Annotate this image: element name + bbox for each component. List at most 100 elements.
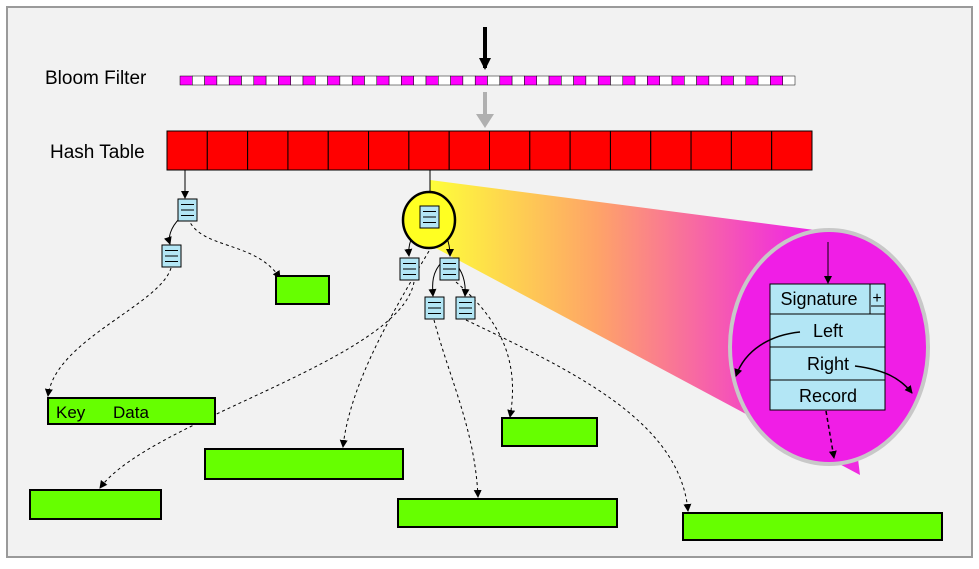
bloom-filter-cell [634, 75, 648, 86]
hash-bucket [529, 130, 571, 171]
hash-bucket [448, 130, 491, 171]
bloom-filter-cell [487, 75, 501, 86]
bloom-filter-cell [733, 75, 747, 86]
bloom-filter-cell [548, 75, 562, 86]
bloom-filter-cell [561, 75, 574, 86]
hash-bucket [247, 130, 289, 171]
hash-bucket [609, 130, 652, 171]
bloom-filter-cell [757, 75, 771, 86]
bloom-filter-cell [302, 75, 316, 86]
bloom-filter-cell [401, 75, 414, 86]
node-record-field [769, 379, 886, 411]
bloom-filter-strip [179, 75, 796, 86]
bloom-filter-cell [647, 75, 660, 86]
node-plus-text: + [872, 290, 881, 307]
record-box [397, 498, 618, 528]
hash-table-strip [166, 130, 813, 171]
bloom-filter-cell [536, 75, 550, 86]
bloom-filter-cell [573, 75, 587, 86]
bloom-filter-cell [720, 75, 734, 86]
tree-node [419, 205, 440, 229]
hash-bucket [206, 130, 249, 171]
record-box [29, 489, 162, 520]
bloom-filter-cell [524, 75, 537, 86]
node-signature-field [769, 283, 871, 315]
record-box [275, 275, 330, 305]
bloom-filter-cell [597, 75, 611, 86]
bloom-filter-cell [265, 75, 279, 86]
hash-bucket [327, 130, 370, 171]
record-box-key-data [47, 397, 216, 425]
record-data-label: Data [113, 403, 149, 422]
node-record-pointer [825, 410, 837, 459]
bloom-filter-cell [327, 75, 341, 86]
bloom-filter-cell [770, 75, 783, 86]
record-pointer [465, 319, 692, 512]
hash-bucket [489, 130, 531, 171]
hash-table-label: Hash Table [50, 142, 145, 163]
record-pointer [455, 281, 516, 418]
hash-bucket [771, 130, 813, 171]
tree-node [439, 257, 460, 281]
bloom-filter-cell [315, 75, 328, 86]
hash-bucket [408, 130, 450, 171]
bloom-filter-cell [204, 75, 218, 86]
bloom-filter-cell [708, 75, 722, 86]
bloom-filter-cell [745, 75, 759, 86]
bloom-filter-cell [351, 75, 365, 86]
bloom-to-hash-arrowhead [476, 114, 494, 128]
bloom-filter-cell [253, 75, 267, 86]
bloom-filter-cell [425, 75, 439, 86]
bloom-filter-cell [696, 75, 710, 86]
bloom-filter-cell [474, 75, 488, 86]
bloom-filter-cell [339, 75, 353, 86]
node-left-text: Left [813, 321, 843, 341]
bloom-filter-cell [782, 75, 796, 86]
node-right-text: Right [807, 354, 849, 374]
bloom-filter-cell [364, 75, 378, 86]
hash-bucket [166, 130, 208, 171]
bloom-filter-cell [192, 75, 205, 86]
tree-node [161, 244, 182, 268]
bloom-filter-cell [499, 75, 513, 86]
record-pointer [44, 267, 172, 397]
bloom-filter-cell [376, 75, 390, 86]
bloom-filter-cell [511, 75, 525, 86]
bloom-filter-cell [610, 75, 624, 86]
tree-nodes [161, 198, 476, 320]
node-right-pointer [854, 365, 913, 394]
tree-node [399, 257, 420, 281]
node-right-field [769, 346, 886, 381]
bloom-filter-label: Bloom Filter [45, 68, 147, 89]
hash-bucket [287, 130, 329, 171]
bloom-filter-cell [241, 75, 255, 86]
bloom-filter-cell [585, 75, 599, 86]
record-box [682, 512, 943, 541]
bloom-filter-cell [278, 75, 291, 86]
record-pointer [339, 245, 433, 448]
bloom-filter-cell [671, 75, 685, 86]
bloom-filter-cell [179, 75, 193, 86]
hash-bucket [368, 130, 410, 171]
hash-bucket [569, 130, 611, 171]
bloom-filter-cell [684, 75, 697, 86]
bloom-filter-cell [228, 75, 242, 86]
record-box [501, 417, 598, 447]
bloom-filter-cell [622, 75, 636, 86]
bloom-filter-cell [216, 75, 230, 86]
tree-node [177, 198, 198, 222]
bloom-filter-cell [438, 75, 451, 86]
record-box [204, 448, 404, 480]
node-left-pointer [734, 331, 801, 377]
hash-bucket [650, 130, 692, 171]
node-signature-text: Signature [780, 289, 857, 309]
bloom-filter-cell [413, 75, 427, 86]
bloom-filter-cell [450, 75, 464, 86]
bloom-filter-cell [462, 75, 476, 86]
record-key-label: Key [56, 403, 86, 422]
bloom-filter-cell [388, 75, 402, 86]
hash-bucket [730, 130, 773, 171]
bloom-filter-cell [290, 75, 304, 86]
